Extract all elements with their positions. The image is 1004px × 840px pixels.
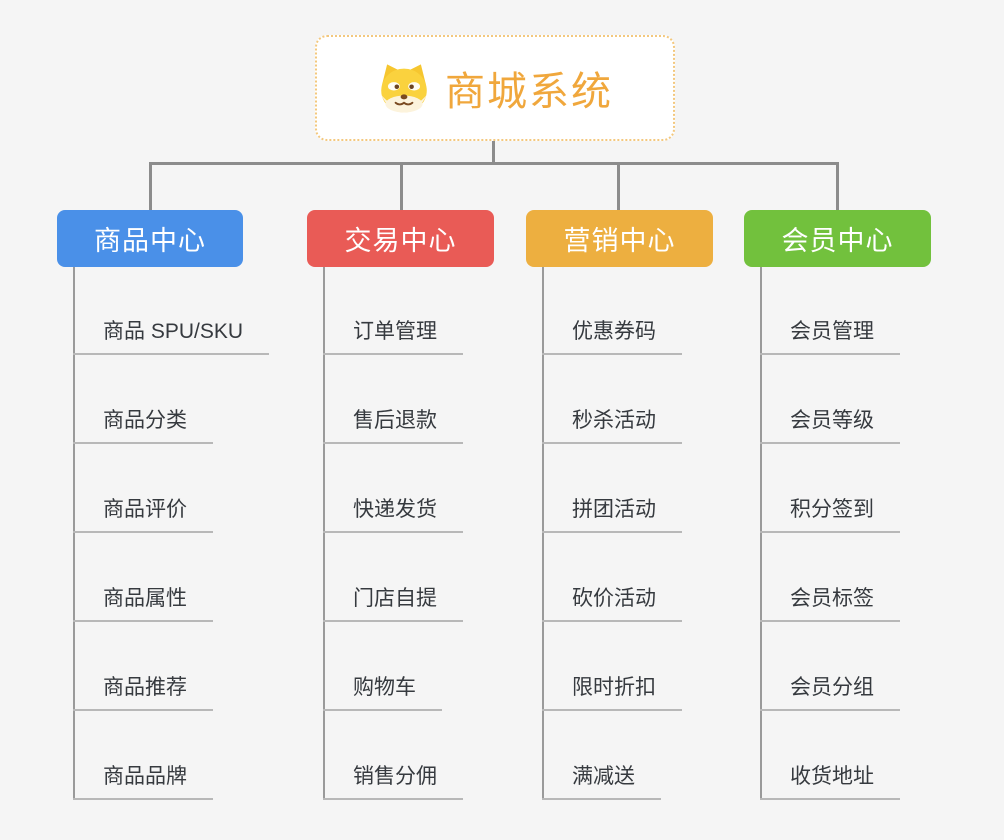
leaf-item[interactable]: 会员标签 <box>760 584 900 622</box>
branch-header-member[interactable]: 会员中心 <box>744 210 931 267</box>
leaf-item[interactable]: 销售分佣 <box>323 762 463 800</box>
leaf-item[interactable]: 收货地址 <box>760 762 900 800</box>
branch-header-trade[interactable]: 交易中心 <box>307 210 494 267</box>
branch-spine <box>760 267 762 800</box>
connector-drop-member <box>836 164 839 210</box>
connector-drop-product <box>149 164 152 210</box>
leaf-item[interactable]: 售后退款 <box>323 406 463 444</box>
branch-spine <box>542 267 544 800</box>
connector-drop-trade <box>400 164 403 210</box>
leaf-item[interactable]: 订单管理 <box>323 317 463 355</box>
leaf-item[interactable]: 商品品牌 <box>73 762 213 800</box>
branch-header-marketing[interactable]: 营销中心 <box>526 210 713 267</box>
branch-column-member: 会员中心 会员管理 会员等级 积分签到 会员标签 会员分组 收货地址 <box>744 210 931 840</box>
root-node[interactable]: 商城系统 <box>315 35 675 141</box>
branch-header-product[interactable]: 商品中心 <box>57 210 243 267</box>
root-title: 商城系统 <box>445 70 613 114</box>
leaf-item[interactable]: 会员分组 <box>760 673 900 711</box>
leaf-item[interactable]: 会员等级 <box>760 406 900 444</box>
leaf-item[interactable]: 砍价活动 <box>542 584 682 622</box>
leaf-item[interactable]: 快递发货 <box>323 495 463 533</box>
branch-column-product: 商品中心 商品 SPU/SKU 商品分类 商品评价 商品属性 商品推荐 商品品牌 <box>57 210 270 840</box>
branch-column-marketing: 营销中心 优惠券码 秒杀活动 拼团活动 砍价活动 限时折扣 满减送 <box>526 210 713 840</box>
leaf-item[interactable]: 商品分类 <box>73 406 213 444</box>
connector-trunk <box>149 162 839 165</box>
leaf-item[interactable]: 商品 SPU/SKU <box>73 317 270 355</box>
leaf-item[interactable]: 秒杀活动 <box>542 406 682 444</box>
leaf-item[interactable]: 商品评价 <box>73 495 213 533</box>
leaf-item[interactable]: 积分签到 <box>760 495 900 533</box>
dog-icon <box>377 62 431 114</box>
connector-drop-marketing <box>617 164 620 210</box>
leaf-item[interactable]: 限时折扣 <box>542 673 682 711</box>
branch-spine <box>73 267 75 800</box>
leaf-item[interactable]: 门店自提 <box>323 584 463 622</box>
leaf-item[interactable]: 满减送 <box>542 762 661 800</box>
leaf-item[interactable]: 商品推荐 <box>73 673 213 711</box>
leaf-item[interactable]: 购物车 <box>323 673 442 711</box>
leaf-item[interactable]: 拼团活动 <box>542 495 682 533</box>
branch-column-trade: 交易中心 订单管理 售后退款 快递发货 门店自提 购物车 销售分佣 <box>307 210 494 840</box>
connector-root-drop <box>492 141 495 164</box>
leaf-item[interactable]: 优惠券码 <box>542 317 682 355</box>
branch-spine <box>323 267 325 800</box>
leaf-item[interactable]: 会员管理 <box>760 317 900 355</box>
leaf-item[interactable]: 商品属性 <box>73 584 213 622</box>
